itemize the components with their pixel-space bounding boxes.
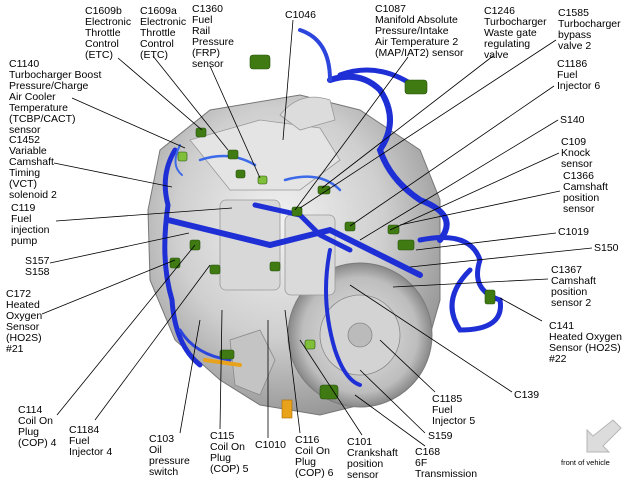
connector-description: Fuel Injector 5 (432, 404, 476, 427)
connector-code: C1246 (484, 5, 515, 17)
connector-code: C1185 (432, 393, 463, 405)
connector-description: Camshaft position sensor 2 (551, 275, 596, 309)
connector-code: C1046 (285, 9, 316, 21)
connector-description: Crankshaft position sensor (347, 447, 398, 481)
connectors (169, 54, 496, 400)
connector-code: C1452 (9, 134, 40, 146)
connector-code: C139 (514, 389, 540, 401)
connector-code: C1186 (557, 58, 588, 70)
label-c1010: C1010 (255, 440, 286, 451)
arrow-down-left-icon (586, 419, 622, 453)
connector-code: C1010 (255, 439, 286, 451)
connector-code: C1087 (375, 3, 406, 15)
connector-description: Variable Camshaft Timing (VCT) solenoid … (9, 145, 57, 201)
label-s159: S159 (428, 431, 453, 442)
connector-code: C114 (18, 404, 43, 416)
splice-code: S159 (428, 430, 453, 442)
connector-code: C1585 (558, 7, 589, 19)
connector-description: Electronic Throttle Control (ETC) (140, 16, 187, 61)
connector-code: C119 (11, 202, 36, 214)
connector-description: Fuel Rail Pressure (FRP) sensor (192, 14, 235, 70)
connector-code: C1360 (192, 3, 223, 15)
connector-code: C109 (561, 136, 587, 148)
leader-lines (41, 19, 593, 447)
connector-code: C115 (210, 430, 235, 442)
label-s140: S140 (560, 115, 585, 126)
connector-description: Fuel injection pump (11, 213, 50, 247)
connector-code: C1184 (69, 424, 100, 436)
connector-description: Heated Oxygen Sensor (HO2S) #21 (6, 299, 43, 355)
connector-description: Coil On Plug (COP) 4 (18, 415, 57, 449)
connector-code: C116 (295, 434, 320, 446)
connector-description: Electronic Throttle Control (ETC) (85, 16, 132, 61)
connector-description: Manifold Absolute Pressure/Intake Air Te… (375, 14, 464, 59)
label-c139: C139 (514, 390, 539, 401)
connector-description: Camshaft position sensor (563, 181, 608, 215)
label-c1046: C1046 (285, 10, 316, 21)
engine-block (147, 94, 441, 419)
connector-description: Turbocharger Waste gate regulating valve (484, 16, 547, 61)
connector-description: Heated Oxygen Sensor (HO2S) #22 (549, 331, 622, 365)
wiring-harness (162, 28, 503, 387)
connector-description: Fuel Injector 6 (557, 69, 601, 92)
connector-description: Fuel Injector 4 (69, 435, 113, 458)
splice-code: S150 (594, 242, 619, 254)
connector-description: Turbocharger Boost Pressure/Charge Air C… (9, 69, 102, 136)
connector-description: 6F Transmission (415, 457, 478, 480)
connector-code: C1366 (563, 170, 594, 182)
connector-description: Knock sensor (561, 147, 593, 170)
connector-description: Coil On Plug (COP) 5 (210, 441, 249, 475)
front-of-vehicle-indicator: front of vehicle (561, 418, 631, 470)
connector-code: C141 (549, 320, 575, 332)
label-s150: S150 (594, 243, 619, 254)
connector-description: Coil On Plug (COP) 6 (295, 445, 334, 479)
connector-code: C103 (149, 433, 175, 445)
splice-code: S157 S158 (25, 255, 50, 278)
connector-code: C1019 (558, 226, 589, 238)
connector-description: Turbocharger bypass valve 2 (558, 18, 621, 52)
connector-code: C1609a (140, 5, 177, 17)
connector-code: C1609b (85, 5, 122, 17)
connector-code: C1140 (9, 58, 40, 70)
front-of-vehicle-label: front of vehicle (561, 458, 610, 467)
label-c1019: C1019 (558, 227, 589, 238)
label-s157-s158: S157 S158 (25, 256, 50, 278)
connector-code: C172 (6, 288, 32, 300)
splice-code: S140 (560, 114, 585, 126)
connector-description: Oil pressure switch (149, 444, 190, 478)
connector-code: C1367 (551, 264, 582, 276)
connector-code: C101 (347, 436, 373, 448)
connector-code: C168 (415, 446, 441, 458)
